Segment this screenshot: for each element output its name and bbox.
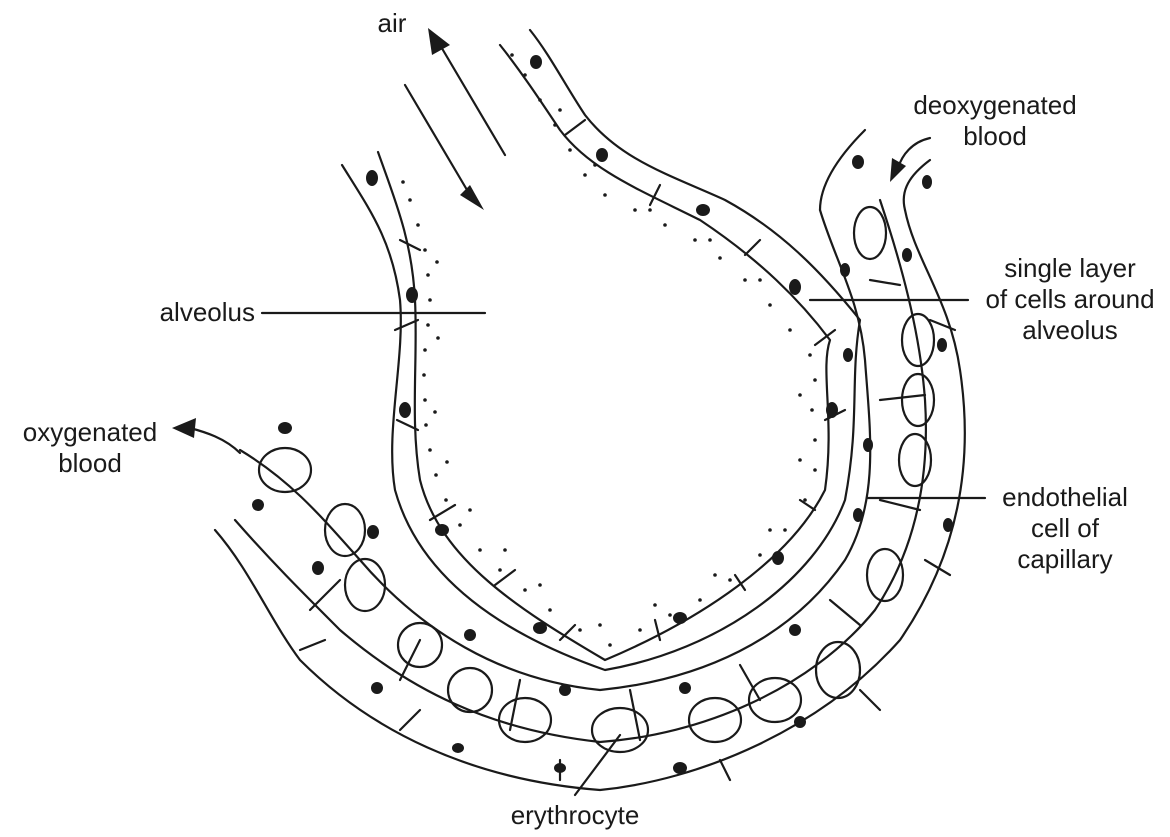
deoxygenated-blood-label: deoxygenated blood [895,90,1095,152]
air-arrow-down [460,185,484,210]
oxygenated-blood-label: oxygenated blood [0,417,180,479]
capillary-inner-wall [240,210,870,690]
endothelial-label: endothelial cell of capillary [980,482,1150,575]
cell-nuclei [252,55,953,774]
alveolus-outer-wall [342,30,860,670]
alveolus-label: alveolus [150,297,255,328]
air-label: air [362,8,422,39]
erythrocyte-label: erythrocyte [480,800,670,831]
single-layer-label: single layer of cells around alveolus [970,253,1170,346]
air-arrow-up [428,28,450,55]
alveolus-inner-wall [378,45,830,660]
deoxygenated-arrow [890,158,906,182]
